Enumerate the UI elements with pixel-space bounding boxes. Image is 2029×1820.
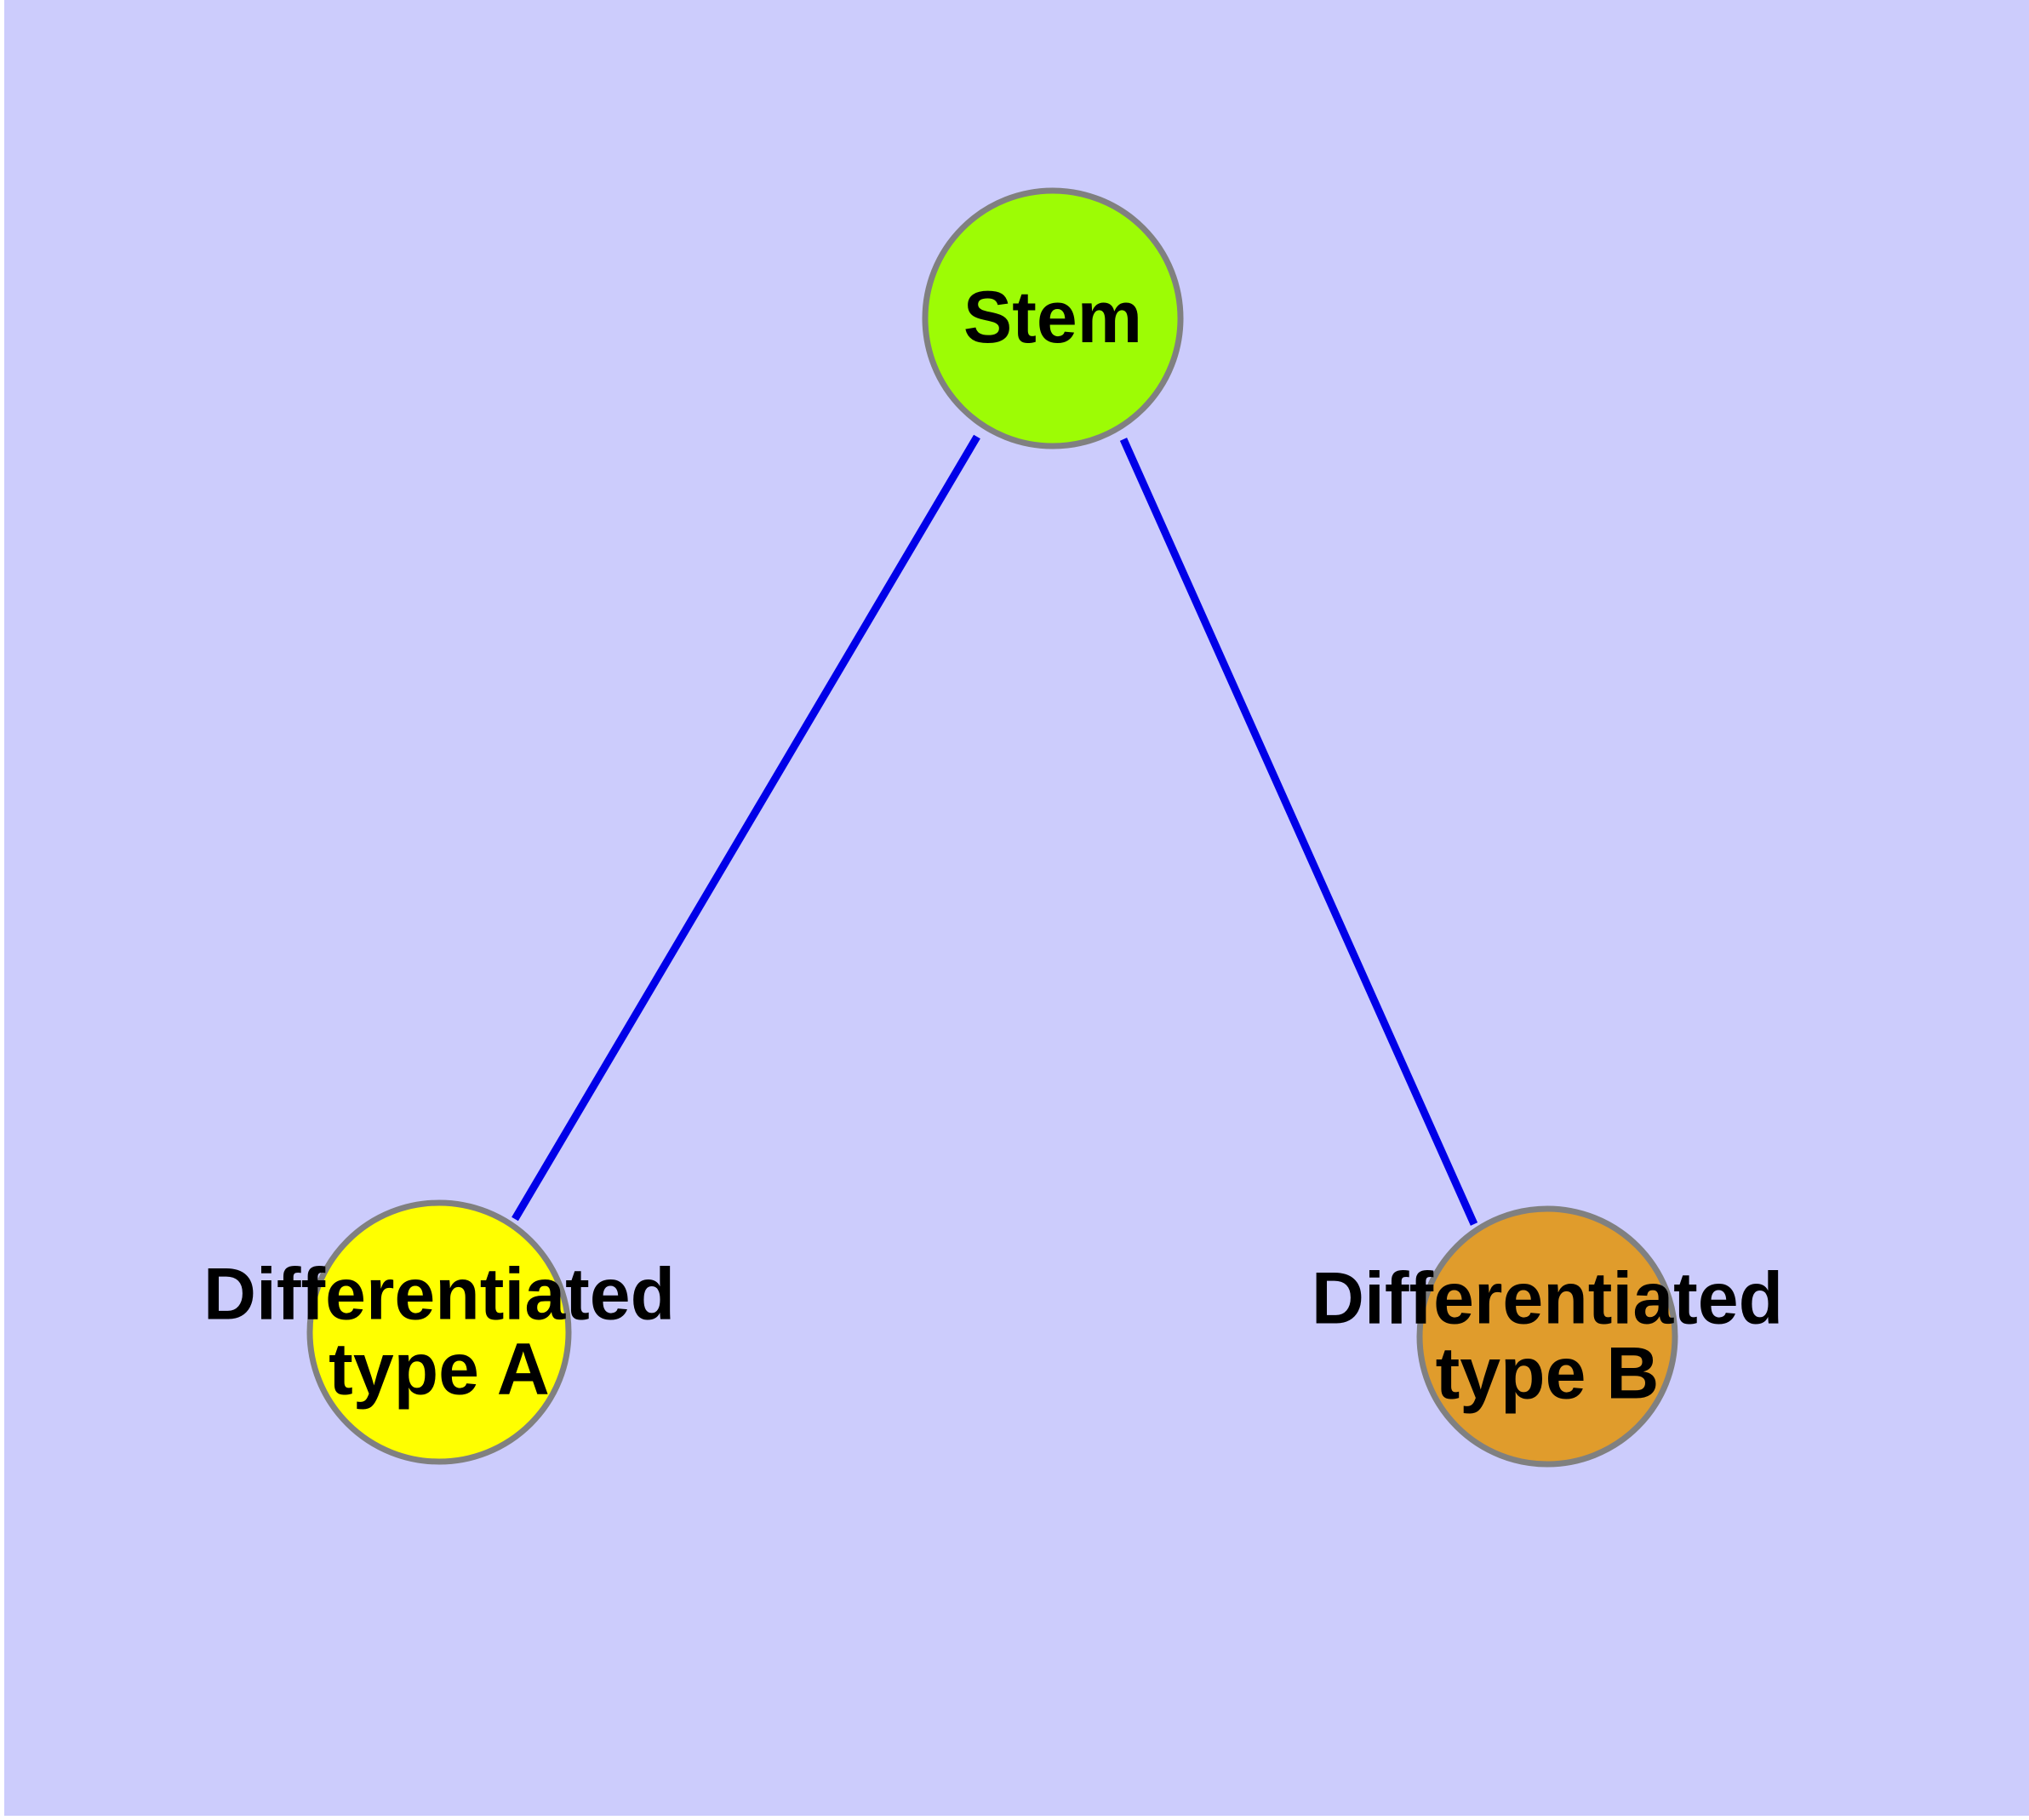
node-stem[interactable] — [922, 187, 1184, 449]
edge-stem-to-differentiated-type-b[interactable] — [1119, 438, 1478, 1226]
edges-group — [512, 434, 1478, 1226]
node-differentiated-type-b[interactable] — [1416, 1205, 1678, 1468]
nodes-group — [306, 187, 1678, 1468]
node-differentiated-type-a[interactable] — [306, 1199, 572, 1465]
edge-stem-to-differentiated-type-a[interactable] — [512, 434, 980, 1222]
